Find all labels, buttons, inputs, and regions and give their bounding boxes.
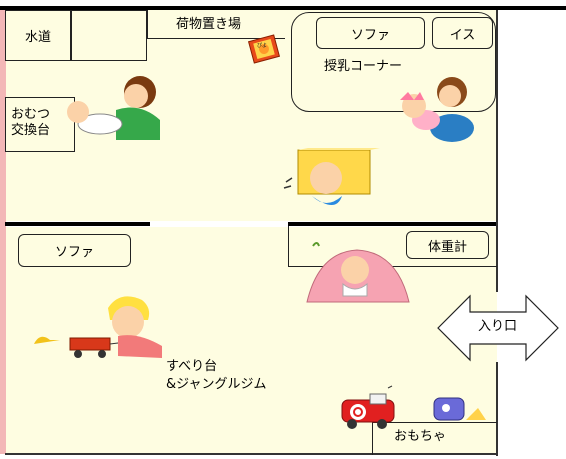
- toys-label: おもちゃ: [394, 429, 447, 444]
- water-label: 水道: [24, 30, 51, 45]
- storage-area: [147, 10, 285, 39]
- water-area-extension: [71, 10, 147, 61]
- middle-wall-right: [288, 222, 498, 226]
- middle-wall-left: [5, 222, 150, 226]
- scale-box: 体重計: [406, 231, 489, 259]
- slide-label: すべり台 &ジャングルジム: [166, 359, 267, 392]
- storage-label: 荷物置き場: [176, 17, 242, 32]
- diaper-changing-illustration: [67, 76, 160, 140]
- scale-label: 体重計: [427, 239, 467, 255]
- diaper-label: おむつ 交換台: [11, 107, 51, 139]
- chair-label: イス: [449, 27, 476, 43]
- left-edge-strip: [0, 10, 6, 454]
- sofa-top-label: ソファ: [350, 27, 390, 43]
- water-area: 水道: [5, 10, 71, 61]
- sofa-left-label: ソファ: [54, 245, 94, 260]
- baby-blanket-illustration: [306, 242, 410, 303]
- right-wall-upper: [496, 10, 498, 292]
- toy-car-illustration: [433, 397, 486, 421]
- toy-fire-truck-illustration: [341, 385, 395, 429]
- sofa-left-box: ソファ: [18, 234, 131, 267]
- diaper-area: [5, 97, 75, 152]
- picture-book-text: ぴよ: [257, 43, 267, 49]
- top-wall: [0, 6, 566, 10]
- chair-box: イス: [432, 17, 493, 49]
- entrance-label: 入り口: [478, 319, 518, 334]
- entrance-arrow: [437, 294, 559, 362]
- sofa-top-box: ソファ: [316, 17, 425, 49]
- baby-in-box-illustration: [283, 148, 380, 205]
- bottom-wall: [5, 453, 497, 455]
- crawling-baby-illustration: [34, 296, 162, 358]
- picture-book-illustration: ぴよ: [247, 34, 281, 64]
- nursing-mother-illustration: [400, 77, 474, 142]
- nursing-label: 授乳コーナー: [324, 59, 403, 74]
- toys-area: [372, 422, 497, 455]
- right-wall-lower: [496, 362, 498, 456]
